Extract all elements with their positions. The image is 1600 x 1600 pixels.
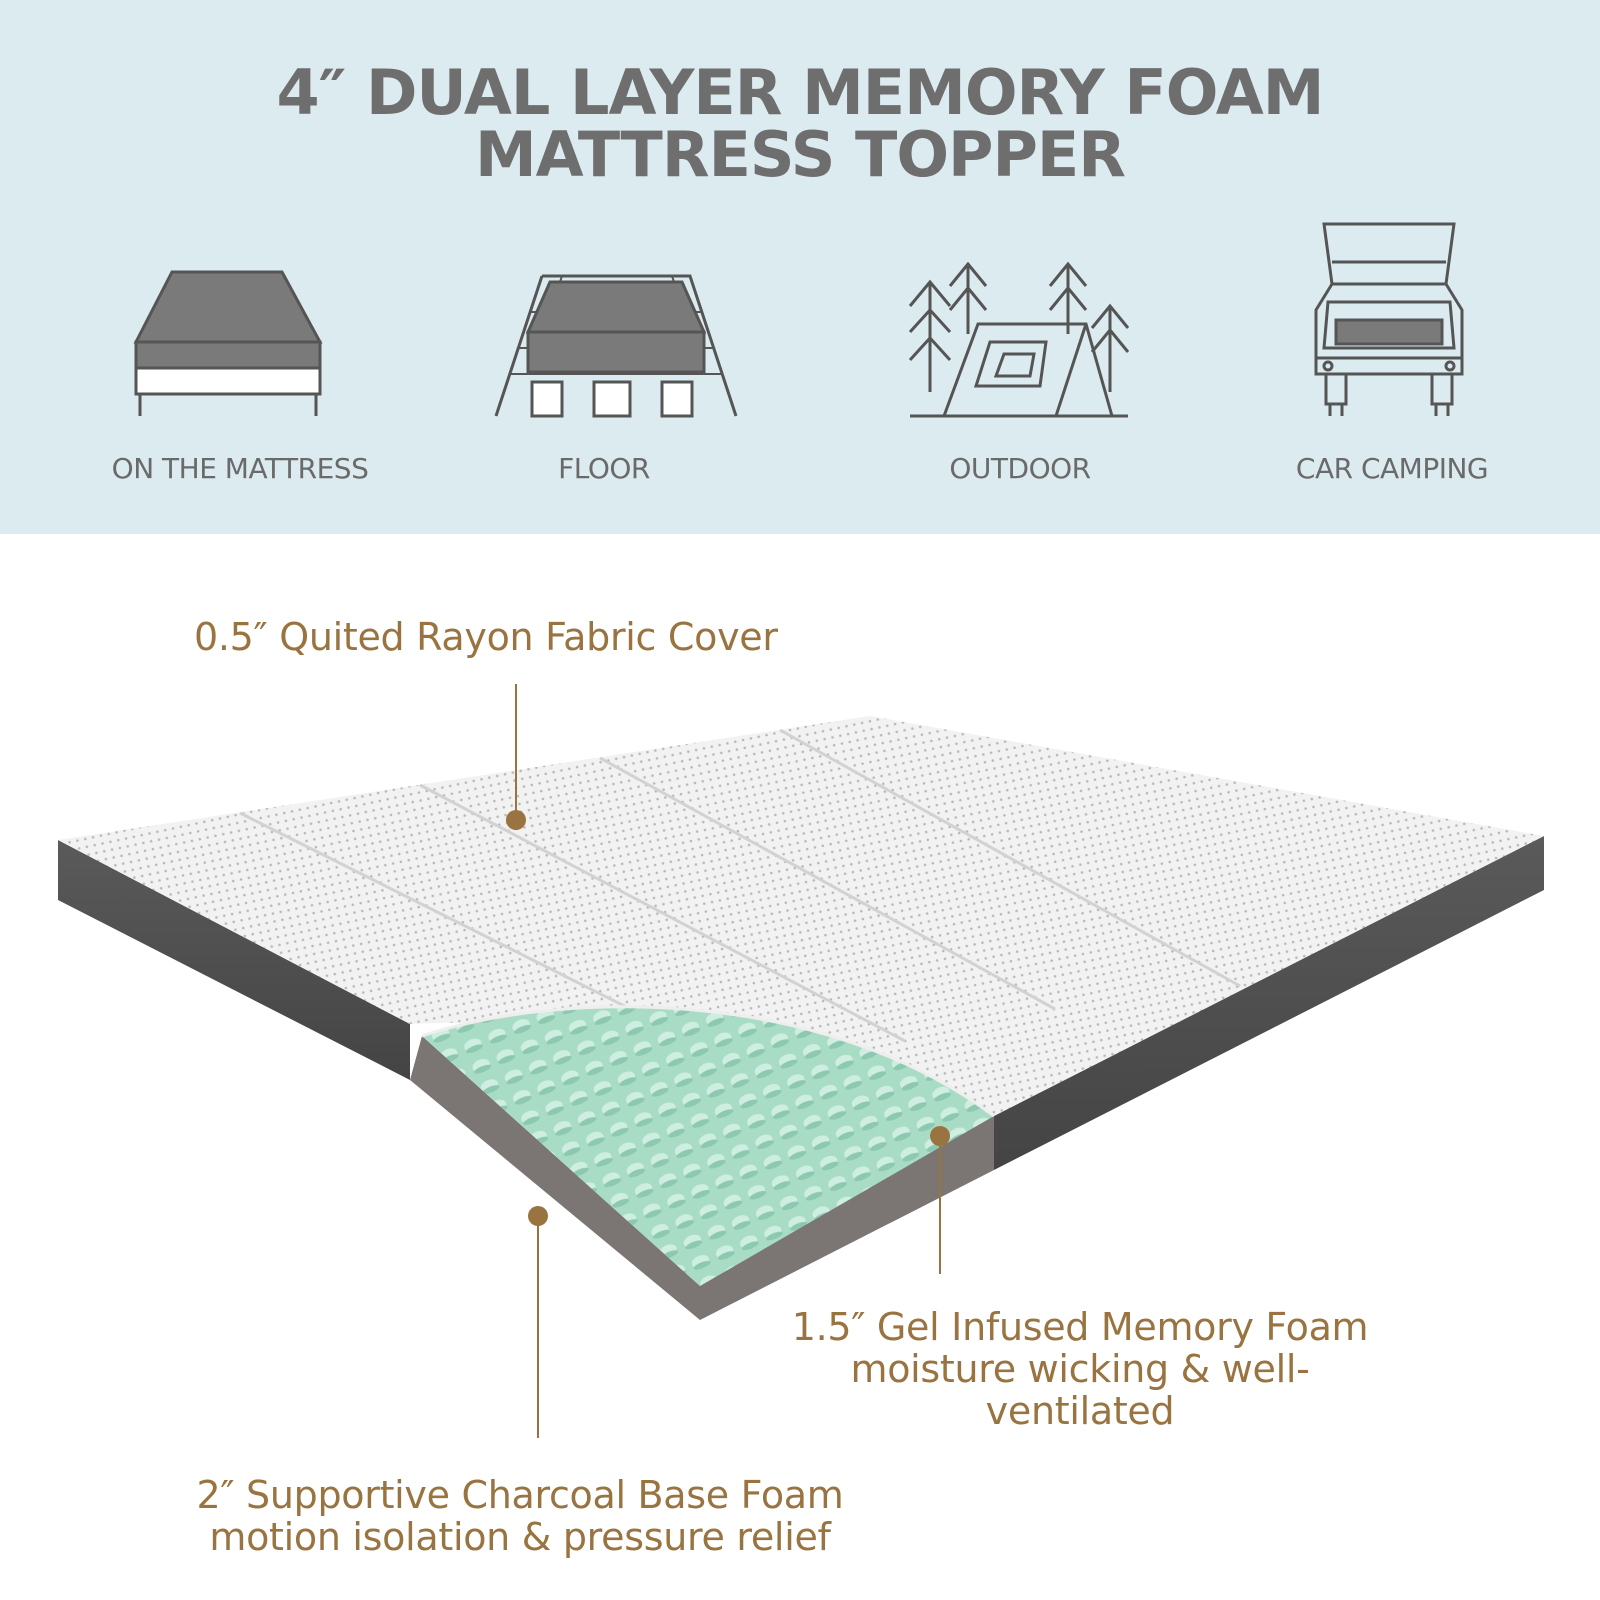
gel-callout-dot [930,1126,950,1146]
use-label-car-camping: CAR CAMPING [1295,452,1489,485]
mattress-topper-illustration [58,684,1544,1438]
page-title-line-1: 4″ DUAL LAYER MEMORY FOAM [276,56,1325,129]
base-callout-dot [528,1206,548,1226]
use-label-on-the-mattress: ON THE MATTRESS [111,452,369,485]
floor-mattress-icon [494,274,738,418]
use-label-floor: FLOOR [558,452,650,485]
gel-layer-subtitle: moisture wicking & well-ventilated [850,1347,1310,1433]
base-layer-title: 2″ Supportive Charcoal Base Foam [196,1473,844,1517]
cover-callout-dot [506,810,526,830]
car-trunk-icon [1314,222,1464,416]
bed-mattress-icon [133,270,323,416]
quilted-cover-top [58,716,1544,1116]
tent-trees-icon [908,262,1130,418]
cover-side-right [994,836,1544,1170]
top-banner [0,0,1600,534]
page-title-line-2: MATTRESS TOPPER [474,118,1126,191]
use-label-outdoor: OUTDOOR [949,452,1091,485]
gel-layer-title: 1.5″ Gel Infused Memory Foam [791,1305,1369,1349]
base-layer-subtitle: motion isolation & pressure relief [209,1515,831,1559]
base-layer-callout: 2″ Supportive Charcoal Base Foam motion … [190,1474,850,1558]
gel-foam-section [422,1006,994,1286]
cover-layer-label: 0.5″ Quited Rayon Fabric Cover [194,615,778,659]
gel-layer-callout: 1.5″ Gel Infused Memory Foam moisture wi… [760,1306,1400,1432]
cover-side-left [58,840,410,1080]
